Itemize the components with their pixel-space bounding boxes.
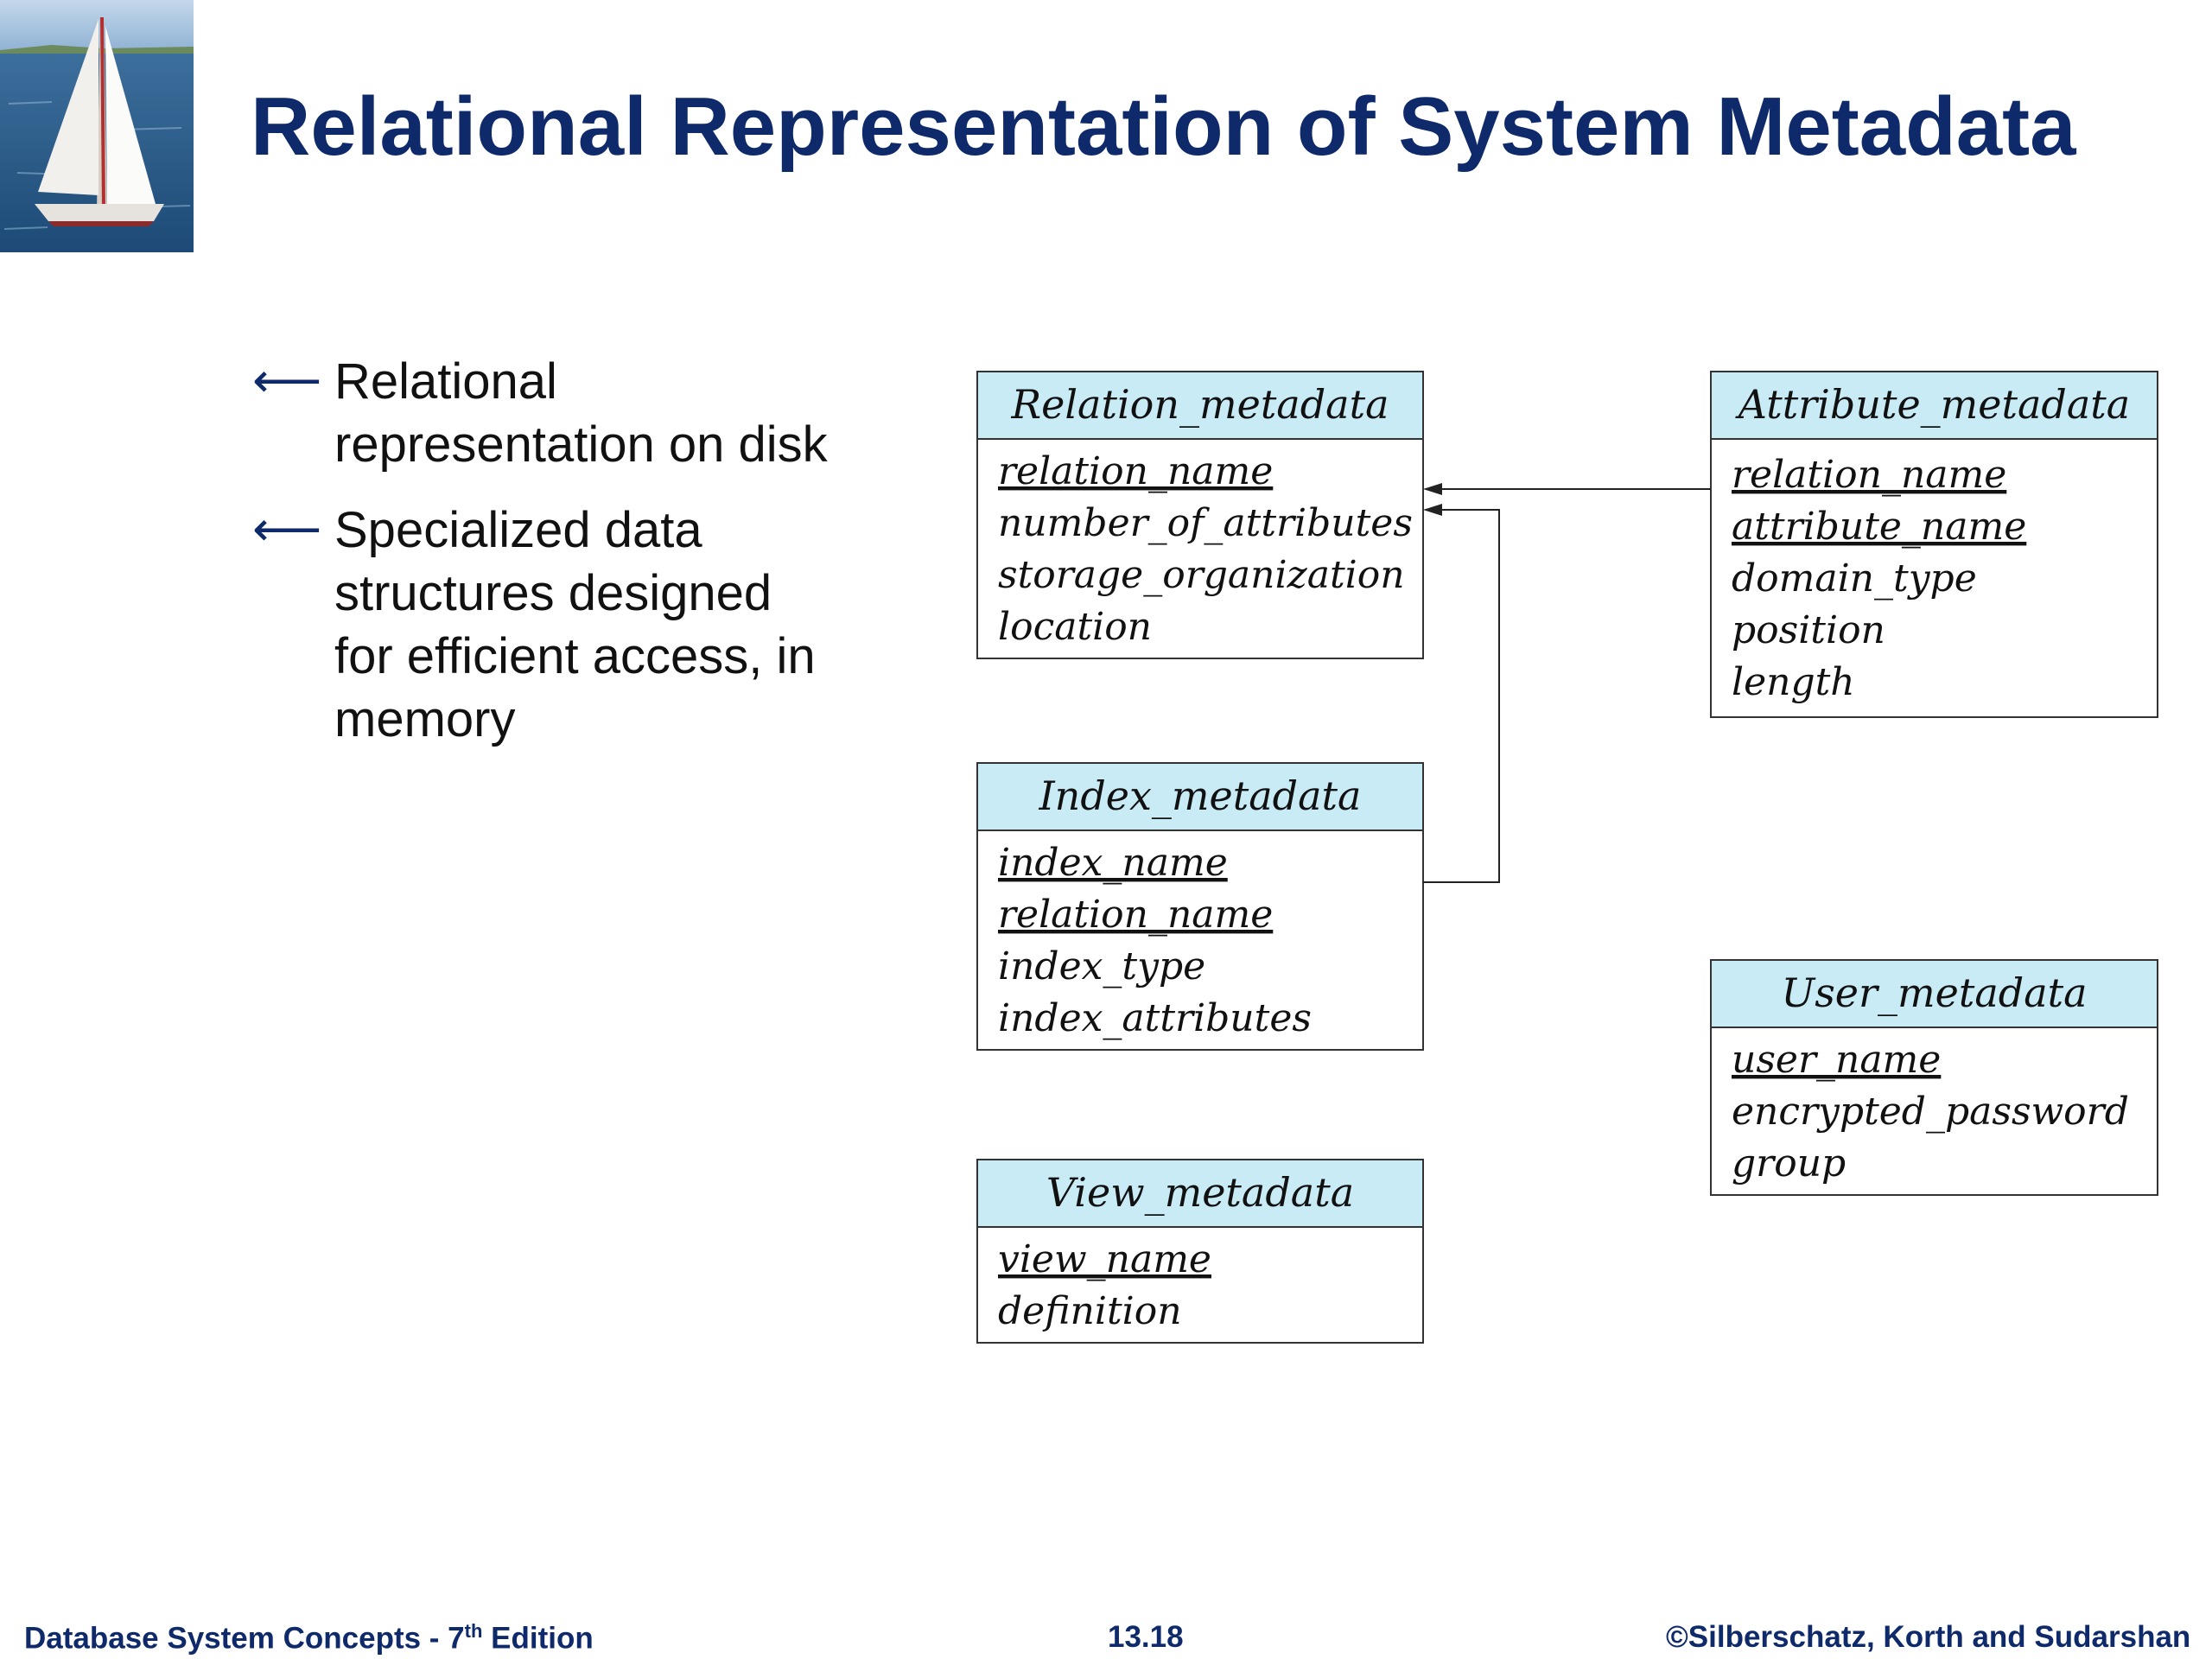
relation-metadata-table: Relation_metadata relation_name number_of_… bbox=[976, 371, 1424, 659]
table-name: Attribute_metadata bbox=[1735, 381, 2130, 428]
sailboat-logo bbox=[0, 0, 194, 252]
attribute-metadata-table: Attribute_metadata relation_name attribute… bbox=[1710, 371, 2158, 718]
bullet-text: Specialized data structures designed for… bbox=[334, 502, 816, 747]
primary-key-attribute: view_name bbox=[998, 1237, 1211, 1281]
left-arrow-bullet-icon: ⟵ bbox=[252, 353, 322, 407]
attribute: index_attributes bbox=[998, 996, 1312, 1040]
table-name: View_metadata bbox=[1046, 1169, 1354, 1216]
primary-key-attribute: attribute_name bbox=[1732, 505, 2026, 549]
attribute: index_type bbox=[998, 944, 1205, 988]
attribute: number_of_attributes bbox=[998, 501, 1413, 545]
bullet-list: ⟵ Relational representation on disk ⟵ Sp… bbox=[252, 350, 840, 773]
attribute: position bbox=[1732, 608, 1885, 652]
primary-key-attribute: index_name bbox=[998, 841, 1228, 885]
bullet-item: ⟵ Relational representation on disk bbox=[252, 350, 840, 476]
attribute: encrypted_password bbox=[1732, 1090, 2129, 1134]
attribute: length bbox=[1732, 660, 1855, 704]
arrowhead-icon bbox=[1423, 504, 1442, 516]
footer-book-title: Database System Concepts - 7th Edition bbox=[24, 1620, 594, 1656]
index-metadata-table: Index_metadata index_name relation_nameind… bbox=[976, 762, 1424, 1051]
attribute: location bbox=[998, 605, 1152, 649]
table-name: Index_metadata bbox=[1039, 772, 1362, 819]
attribute: storage_organization bbox=[998, 553, 1405, 597]
table-header bbox=[976, 762, 1424, 831]
attribute: definition bbox=[998, 1289, 1182, 1333]
table-name: Relation_metadata bbox=[1010, 381, 1389, 428]
bullet-item: ⟵ Specialized data structures designed f… bbox=[252, 499, 840, 751]
table-header bbox=[1710, 371, 2158, 440]
reference-arrow bbox=[1423, 509, 1500, 883]
table-header bbox=[976, 1159, 1424, 1228]
arrowhead-icon bbox=[1423, 483, 1442, 495]
slide-title: Relational Representation of System Meta… bbox=[251, 80, 2076, 173]
table-header bbox=[1710, 959, 2158, 1028]
user-metadata-table: User_metadata user_name encrypted_password… bbox=[1710, 959, 2158, 1196]
primary-key-attribute: relation_name bbox=[998, 893, 1273, 937]
footer-copyright: ©Silberschatz, Korth and Sudarshan bbox=[1666, 1620, 2191, 1654]
primary-key-attribute: relation_name bbox=[998, 449, 1273, 493]
attribute: domain_type bbox=[1732, 556, 1977, 601]
bullet-text: Relational representation on disk bbox=[334, 353, 828, 473]
view-metadata-table: View_metadata view_name definition bbox=[976, 1159, 1424, 1344]
attribute: group bbox=[1732, 1141, 1846, 1185]
table-name: User_metadata bbox=[1781, 969, 2087, 1016]
table-header bbox=[976, 371, 1424, 440]
footer-page-number: 13.18 bbox=[1108, 1620, 1184, 1654]
primary-key-attribute: user_name bbox=[1732, 1038, 1941, 1082]
left-arrow-bullet-icon: ⟵ bbox=[252, 501, 322, 556]
primary-key-attribute: relation_name bbox=[1732, 453, 2006, 497]
